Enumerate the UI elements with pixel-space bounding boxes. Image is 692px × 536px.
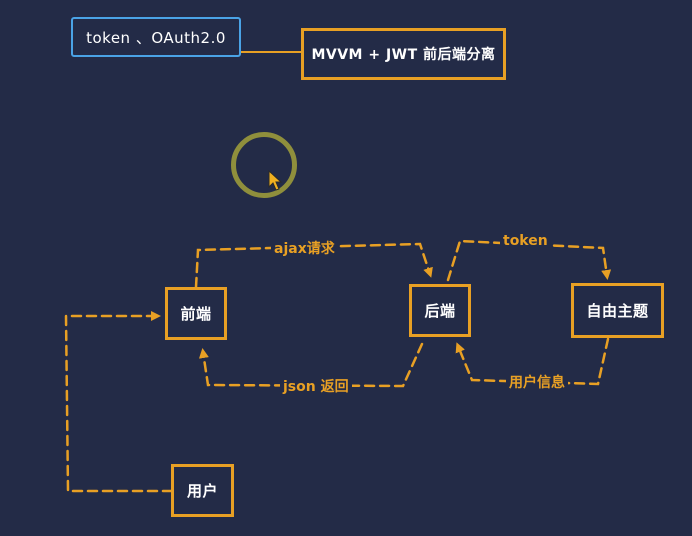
title-label: MVVM + JWT 前后端分离 bbox=[311, 47, 496, 63]
tag-label: token 、OAuth2.0 bbox=[86, 28, 226, 47]
edge-label-json-return: json 返回 bbox=[280, 376, 352, 396]
node-frontend-label: 前端 bbox=[180, 305, 212, 323]
node-user: 用户 bbox=[171, 464, 234, 517]
cursor-highlight-ring-icon bbox=[231, 132, 297, 198]
edge-label-user-info: 用户信息 bbox=[506, 372, 568, 392]
node-backend-label: 后端 bbox=[424, 302, 456, 320]
node-user-label: 用户 bbox=[186, 482, 218, 500]
tag-box-token-oauth: token 、OAuth2.0 bbox=[71, 17, 241, 57]
title-box-mvvm-jwt: MVVM + JWT 前后端分离 bbox=[301, 28, 506, 80]
node-theme: 自由主题 bbox=[571, 283, 664, 338]
edge-label-token: token bbox=[500, 233, 551, 249]
edge-user-to-frontend bbox=[64, 311, 174, 493]
edge-ajax-request bbox=[194, 242, 433, 289]
node-backend: 后端 bbox=[409, 284, 471, 337]
pointer-arrow-icon bbox=[268, 170, 283, 191]
node-theme-label: 自由主题 bbox=[586, 302, 649, 320]
edge-label-ajax-request: ajax请求 bbox=[271, 238, 338, 258]
node-frontend: 前端 bbox=[165, 287, 227, 340]
